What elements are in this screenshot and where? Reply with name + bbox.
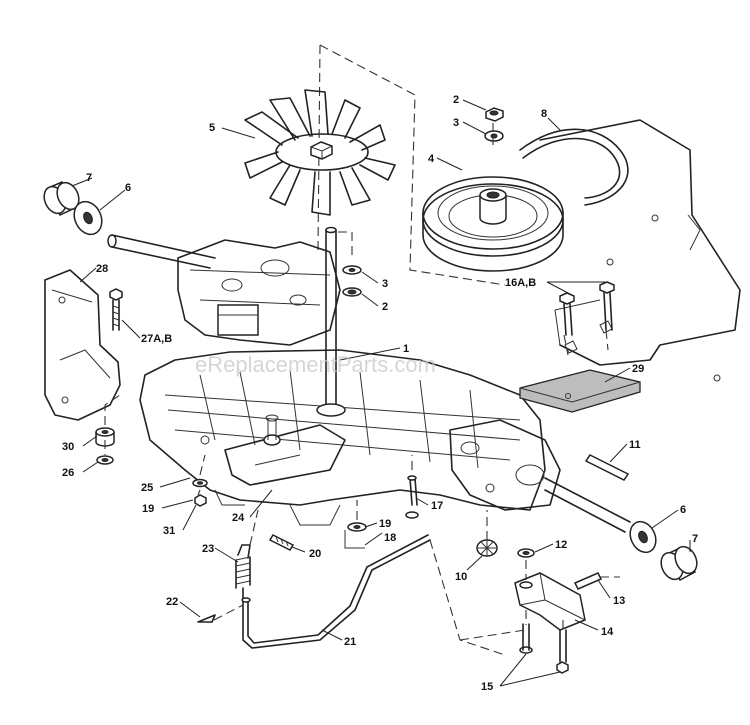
callout-15-bolts: 15 — [481, 681, 493, 693]
cooling-fan — [244, 89, 396, 216]
callout-19-washer-left: 19 — [142, 503, 154, 515]
pin-13 — [573, 572, 603, 590]
callout-3-washer: 3 — [453, 117, 459, 129]
callout-12-washer: 12 — [555, 539, 567, 551]
callout-28-bracket: 28 — [96, 263, 108, 275]
shaft-washers — [342, 265, 362, 297]
spring — [235, 544, 251, 601]
leader-lines — [71, 99, 691, 687]
mounting-bracket — [44, 269, 121, 421]
bracket-14 — [514, 572, 586, 631]
callout-2-nut: 2 — [453, 94, 459, 106]
frame-outline — [317, 44, 741, 382]
callout-10-star-washer: 10 — [455, 571, 467, 583]
drive-belt — [519, 128, 629, 206]
callout-30-spacer: 30 — [62, 441, 74, 453]
pulley-washer — [484, 130, 504, 142]
bracket-washer — [96, 455, 114, 465]
washer-right — [629, 520, 657, 554]
callout-16-bolts: 16A,B — [505, 277, 536, 289]
callout-22-pin: 22 — [166, 596, 178, 608]
input-shaft — [316, 226, 346, 417]
callout-31-nut: 31 — [163, 525, 175, 537]
callout-4-pulley: 4 — [428, 153, 435, 165]
watermark: eReplacementParts.com — [195, 352, 436, 377]
callout-26-washer: 26 — [62, 467, 74, 479]
transaxle-housing — [139, 239, 561, 526]
lower-hardware-left — [192, 478, 295, 551]
axle-key — [584, 454, 630, 481]
axle-shaft-left — [107, 234, 216, 269]
callout-8-belt: 8 — [541, 108, 547, 120]
assembly-lines — [104, 123, 620, 656]
callout-27-bolt: 27A,B — [141, 333, 172, 345]
callout-3-shaft-washer: 3 — [382, 278, 388, 290]
callout-2-shaft-washer: 2 — [382, 301, 388, 313]
callout-6-washer-left: 6 — [125, 182, 131, 194]
washer-12 — [517, 548, 535, 558]
bearing-right — [660, 545, 698, 581]
callout-6-washer-right: 6 — [680, 504, 686, 516]
callout-23-spring: 23 — [202, 543, 214, 555]
callout-14-bracket: 14 — [601, 626, 614, 638]
bolts-15 — [519, 623, 569, 674]
pulley-nut — [485, 107, 504, 122]
cotter-pin — [197, 614, 216, 623]
lower-hardware-mid — [344, 475, 419, 549]
callout-17: 17 — [431, 500, 443, 512]
callout-7-bearing-left: 7 — [86, 172, 92, 184]
callout-20: 20 — [309, 548, 321, 560]
callout-29-plate: 29 — [632, 363, 644, 375]
callout-21-rod: 21 — [344, 636, 356, 648]
bearing-left — [43, 181, 80, 217]
callout-25: 25 — [141, 482, 153, 494]
callout-1-transaxle: 1 — [403, 343, 409, 355]
linkage-rod — [241, 534, 431, 649]
callout-19-washer-mid: 19 — [379, 518, 391, 530]
callouts: 2 3 8 5 4 7 6 3 2 16A,B 28 27A,B 1 29 30… — [62, 94, 698, 693]
callout-13-pin: 13 — [613, 595, 625, 607]
washer-left — [73, 200, 103, 236]
callout-11-key: 11 — [629, 439, 641, 451]
axle-shaft-right — [544, 477, 631, 533]
callout-18: 18 — [384, 532, 396, 544]
callout-7-bearing-right: 7 — [692, 533, 698, 545]
drive-pulley — [422, 176, 564, 272]
bracket-bolt — [109, 288, 123, 331]
frame-bolts — [559, 281, 615, 336]
callout-24: 24 — [232, 512, 245, 524]
mounting-plate — [519, 369, 641, 413]
star-washer — [476, 539, 498, 557]
callout-5-fan: 5 — [209, 122, 215, 134]
